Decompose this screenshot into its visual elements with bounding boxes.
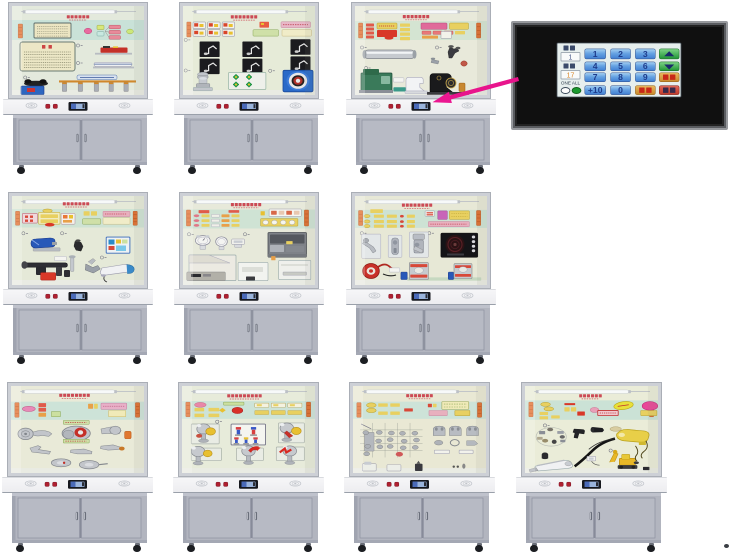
svg-text:5: 5 [618,61,623,71]
svg-text:3: 3 [643,49,648,59]
svg-text:17: 17 [567,73,575,80]
svg-text:1: 1 [569,55,573,62]
svg-text:2: 2 [618,49,623,59]
svg-text:6: 6 [643,61,648,71]
svg-text:4: 4 [593,61,598,71]
svg-text:1: 1 [593,49,598,59]
svg-text:+10: +10 [588,85,603,95]
svg-text:7: 7 [593,72,598,82]
svg-text:9: 9 [643,72,648,82]
svg-text:8: 8 [618,72,623,82]
svg-text:ONE ALL: ONE ALL [561,81,581,86]
svg-text:0: 0 [618,85,623,95]
